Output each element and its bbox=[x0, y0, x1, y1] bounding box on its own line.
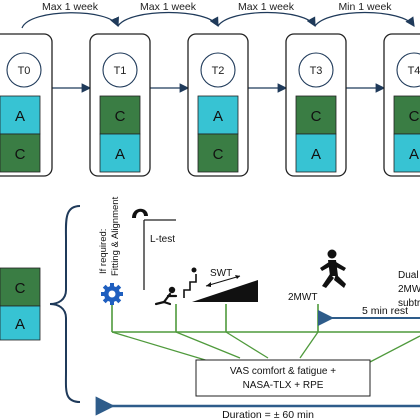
condition-letter: A bbox=[115, 146, 125, 163]
condition-letter: C bbox=[15, 146, 26, 163]
questionnaire-box bbox=[195, 359, 371, 397]
stairs-icon bbox=[183, 267, 197, 298]
legend-letter: A bbox=[15, 316, 25, 333]
mwt-label: 2MWT bbox=[288, 292, 317, 303]
session-label: T1 bbox=[114, 65, 127, 77]
session-card-t3: T3 C A bbox=[285, 33, 347, 177]
rest-label: 5 min rest bbox=[362, 305, 408, 317]
right-note-line1: Dual t bbox=[398, 270, 420, 281]
session-card-t1: T1 C A bbox=[89, 33, 151, 177]
interval-label: Min 1 week bbox=[338, 1, 392, 13]
condition-block-c bbox=[197, 133, 239, 173]
protocol-section: C A bbox=[0, 196, 420, 420]
transfer-figure-icon bbox=[154, 286, 178, 306]
swt-label: SWT bbox=[210, 268, 232, 279]
session-label: T3 bbox=[310, 65, 323, 77]
session-card-t4: T4 C A bbox=[383, 33, 420, 177]
interval-label: Max 1 week bbox=[238, 1, 295, 13]
condition-letter: C bbox=[409, 108, 420, 125]
condition-block-c bbox=[99, 95, 141, 135]
questionnaire-line1: VAS comfort & fatigue + bbox=[230, 366, 336, 377]
fitting-label-line1: If required: bbox=[98, 229, 109, 274]
gear-icon bbox=[101, 283, 123, 305]
condition-letter: A bbox=[409, 146, 419, 163]
condition-block-c bbox=[393, 95, 420, 135]
condition-letter: A bbox=[311, 146, 321, 163]
condition-letter: C bbox=[213, 146, 224, 163]
session-circle bbox=[102, 52, 138, 88]
protocol-diagonal bbox=[175, 331, 241, 359]
session-circle bbox=[6, 52, 42, 88]
condition-letter: C bbox=[115, 108, 126, 125]
session-circle bbox=[200, 52, 236, 88]
interval-label: Max 1 week bbox=[140, 1, 197, 13]
questionnaire-line2: NASA-TLX + RPE bbox=[243, 380, 324, 391]
swt-double-arrow bbox=[205, 275, 241, 287]
condition-block-a bbox=[295, 133, 337, 173]
shoe-icon bbox=[132, 208, 148, 218]
ltest-label: L-test bbox=[150, 234, 175, 245]
protocol-diagonal bbox=[225, 331, 269, 359]
interval-label: Max 1 week bbox=[42, 1, 99, 13]
fitting-label-line2: Fitting & Alignment bbox=[110, 196, 121, 276]
condition-block-a bbox=[99, 133, 141, 173]
session-circle bbox=[396, 52, 420, 88]
curly-brace bbox=[49, 205, 81, 403]
condition-block-c bbox=[295, 95, 337, 135]
interval-arrow-4 bbox=[314, 12, 415, 27]
legend-letter: C bbox=[15, 280, 26, 297]
interval-arrow-3 bbox=[217, 12, 316, 28]
session-label: T2 bbox=[212, 65, 225, 77]
right-note-line2: 2MW bbox=[398, 284, 420, 295]
condition-letter: C bbox=[311, 108, 322, 125]
condition-block-a bbox=[197, 95, 239, 135]
session-label: T4 bbox=[408, 65, 420, 77]
session-circle bbox=[298, 52, 334, 88]
timeline: Max 1 week Max 1 week Max 1 week Min 1 w… bbox=[0, 1, 420, 177]
duration-label: Duration = ± 60 min bbox=[222, 409, 314, 420]
condition-letter: A bbox=[15, 108, 25, 125]
right-note-line3: subtrac bbox=[398, 298, 420, 309]
session-card-t2: T2 A C bbox=[187, 33, 249, 177]
legend-block-c bbox=[0, 267, 41, 307]
interval-arrow-2 bbox=[117, 12, 219, 28]
runner-icon bbox=[320, 249, 346, 288]
interval-arrow-1 bbox=[21, 12, 119, 29]
condition-block-c bbox=[0, 133, 41, 173]
condition-letter: A bbox=[213, 108, 223, 125]
protocol-diagonal bbox=[369, 335, 420, 363]
slope-icon bbox=[192, 280, 258, 302]
protocol-diagonal bbox=[111, 331, 213, 363]
legend-block-a bbox=[0, 305, 41, 341]
session-card-t0: T0 A C bbox=[0, 33, 53, 177]
session-label: T0 bbox=[18, 65, 31, 77]
protocol-diagonal bbox=[299, 331, 319, 359]
condition-block-a bbox=[393, 133, 420, 173]
